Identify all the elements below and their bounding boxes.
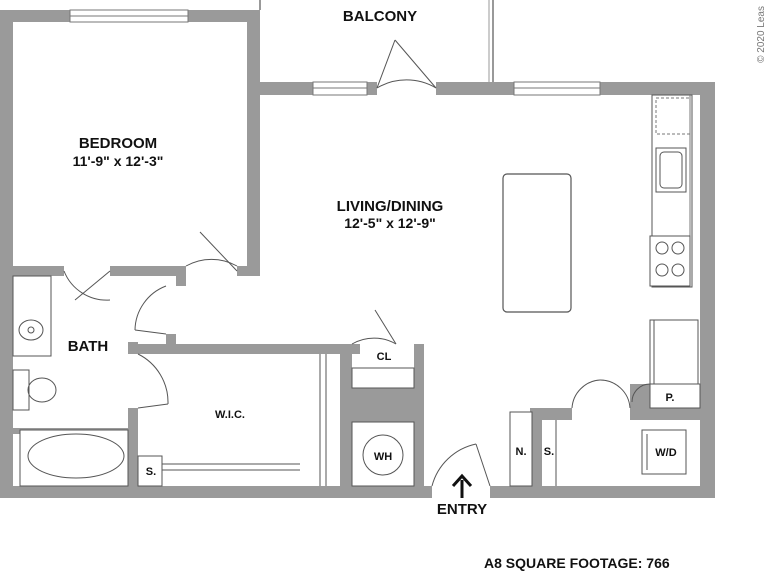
bath-label: BATH — [68, 338, 109, 355]
closet-label: CL — [377, 351, 392, 363]
water-heater-label: WH — [374, 451, 392, 463]
laundry-shelf-label: S. — [544, 446, 554, 458]
square-footage-label: A8 SQUARE FOOTAGE: 766 — [484, 555, 670, 571]
wic-label: W.I.C. — [215, 409, 245, 421]
windows — [69, 0, 601, 96]
balcony-label: BALCONY — [343, 8, 417, 25]
pantry-label: P. — [666, 392, 675, 404]
door-swings — [63, 39, 651, 487]
living-dining-size: 12'-5" x 12'-9" — [344, 215, 436, 231]
washer-dryer-label: W/D — [655, 447, 676, 459]
bedroom-size: 11'-9" x 12'-3" — [73, 153, 164, 169]
entry-arrow-icon — [451, 473, 473, 498]
linen-label: N. — [516, 446, 527, 458]
bedroom-label: BEDROOM — [79, 135, 157, 152]
closet-fixtures — [137, 354, 701, 487]
copyright-text: © 2020 Leas — [756, 6, 767, 63]
kitchen-fixtures — [502, 94, 699, 385]
living-dining-label: LIVING/DINING — [337, 198, 444, 215]
entry-label: ENTRY — [437, 501, 487, 518]
exterior-walls — [0, 10, 715, 498]
bath-fixtures — [12, 275, 129, 487]
bath-shelf-label: S. — [146, 466, 156, 478]
